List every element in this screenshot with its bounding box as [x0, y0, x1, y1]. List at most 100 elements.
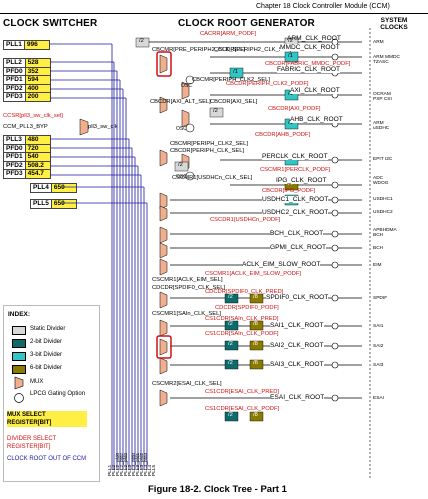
sys-clock: ARM MMDC TZASC	[373, 55, 400, 65]
divider-label: /8	[253, 294, 258, 300]
sys-clock: ARM	[373, 40, 384, 45]
ccsr-label: CCSR[pll3_sw_clk_sel]	[3, 113, 63, 119]
selector-label: CSCMR1[ACLK_EIM_SEL]	[152, 277, 223, 283]
sys-clock: EPIT I2C	[373, 157, 393, 162]
divider-label: /1	[288, 120, 293, 126]
sys-clock: OCRAM PXP CSI	[373, 92, 392, 102]
selector-label: CSCMR1[ACLK_EIM_SLOW_PODF]	[205, 271, 301, 277]
legend-box	[3, 305, 100, 482]
root-ahb: AHB_CLK_ROOT	[290, 116, 343, 123]
divider-label: /2	[228, 341, 233, 347]
chapter-header: Chapter 18 Clock Controller Module (CCM)	[256, 3, 390, 10]
divider-label: /8	[253, 321, 258, 327]
legend-item: 3-bit Divider	[30, 352, 63, 358]
divider-label: /2	[178, 162, 183, 168]
root-bch: BCH_CLK_ROOT	[270, 230, 324, 237]
osc-label: OSC	[176, 126, 187, 132]
divider-label: /8	[253, 341, 258, 347]
selector-label: CSCMR1[PERCLK_PODF]	[260, 167, 331, 173]
root-perclk: PERCLK_CLK_ROOT	[262, 153, 328, 160]
legend-note-root: CLOCK ROOT OUT OF CCM	[7, 456, 87, 462]
pll-value: 650	[50, 199, 77, 209]
selector-label: CSCMR2[ESAI_CLK_SEL]	[152, 381, 222, 387]
selector-label: CBCMR[PERIPH_CLK2_SEL]	[192, 77, 270, 83]
selector-label: CBCDR[PERIPH_CLK2_PODF]	[226, 81, 309, 87]
legend-item: 2-bit Divider	[30, 339, 63, 345]
selector-label: CDCDR[SPDIF0_CLK_SEL]	[152, 285, 226, 291]
highlight-box	[156, 335, 172, 359]
selector-label: CDCDR[SPDIF0_PODF]	[215, 305, 279, 311]
legend-item: Static Divider	[30, 326, 66, 332]
osc-nodes	[185, 75, 195, 181]
divider-label: /8	[253, 412, 258, 418]
divider-label: /2	[228, 321, 233, 327]
divider-label: /2	[139, 38, 144, 44]
sys-clock: APBHDMA BCH	[373, 228, 397, 238]
selector-label: CS1CDR[ESAI_CLK_PRED]	[205, 389, 280, 395]
divider-label: /2	[288, 38, 293, 44]
selector-label: CBCDR[AXI_PODF]	[268, 106, 321, 112]
figure-caption: Figure 18-2. Clock Tree - Part 1	[148, 484, 287, 495]
pll3-byp-label: CCM_PLL3_BYP	[3, 124, 48, 130]
pll-bus	[50, 43, 148, 470]
selector-label: CS1CDR[SAIn_CLK_PRED]	[205, 316, 279, 322]
selector-label: CBCMR[PERIPH_CLK2_SEL]	[170, 141, 248, 147]
root-esai: ESAI_CLK_ROOT	[270, 394, 325, 401]
selector-label: CS1CDR[SAIn_CLK_PODF]	[205, 331, 279, 337]
root-fabric: FABRIC_CLK_ROOT	[277, 66, 341, 73]
sys-clock: BCH	[373, 246, 384, 251]
selector-label: CBCDR[AXI_ALT_SEL]	[150, 99, 211, 105]
root-ipg: IPG_CLK_ROOT	[276, 177, 327, 184]
sys-clock: SPDIF	[373, 296, 388, 301]
selector-label: CBCDR[PERIPH2_CLK_SEL]	[214, 47, 292, 53]
legend-item: 6-bit Divider	[30, 365, 63, 371]
sys-clock: EIM	[373, 263, 382, 268]
mux-swatch	[14, 376, 24, 390]
sys-clock: ESAI	[373, 396, 384, 401]
root-aclk-eim: ACLK_EIM_SLOW_ROOT	[242, 261, 321, 268]
pll-value: 200	[24, 92, 51, 102]
root-gpmi: GPMI_CLK_ROOT	[270, 244, 327, 251]
sys-clock: USDHC1	[373, 197, 393, 202]
sys-clock: USDHC2	[373, 210, 393, 215]
selector-label: CSCMR1[SAIn_CLK_SEL]	[152, 311, 221, 317]
divider-label: /1	[288, 53, 293, 59]
root-arm: ARM_CLK_ROOT	[287, 35, 341, 42]
legend-item: MUX	[30, 379, 44, 385]
osc-label: OSC	[176, 174, 187, 180]
gating-nodes	[331, 38, 339, 402]
pll-value: 996	[23, 40, 50, 50]
selector-label: CACRR[ARM_PODF]	[200, 31, 257, 37]
legend-note-divider: DIVIDER SELECT REGISTER[BIT]	[7, 436, 57, 450]
root-sai2: SAI2_CLK_ROOT	[270, 342, 324, 349]
root-mmdc: MMDC_CLK_ROOT	[280, 44, 340, 51]
mux-group	[159, 54, 190, 407]
sys-clock: SAI3	[373, 363, 384, 368]
root-usdhc2: USDHC2_CLK_ROOT	[262, 209, 329, 216]
sys-clock: ARM uSDHC	[373, 121, 390, 131]
root-usdhc1: USDHC1_CLK_ROOT	[262, 196, 329, 203]
clock-root-generator-title: CLOCK ROOT GENERATOR	[178, 18, 315, 29]
root-sai3: SAI3_CLK_ROOT	[270, 361, 324, 368]
2bit-divider-swatch	[12, 339, 26, 348]
selector-label: CBCDR[FABRIC_MMDC_PODF]	[265, 61, 351, 67]
header-rule	[0, 13, 428, 14]
root-spdif0: SPDIF0_CLK_ROOT	[266, 294, 329, 301]
6bit-divider-swatch	[12, 365, 26, 374]
legend-item: LPCG Gating Option	[30, 391, 86, 397]
legend-note-mux: MUX SELECT REGISTER[BIT]	[7, 411, 87, 427]
pll3-sw-clk-label: pll3_sw_clk	[88, 124, 118, 130]
3bit-divider-swatch	[12, 352, 26, 361]
selector-label: CBCDR[AHB_PODF]	[255, 132, 311, 138]
clock-switcher-title: CLOCK SWITCHER	[3, 18, 98, 29]
divider-label: /1	[288, 91, 293, 97]
lpcg-swatch	[14, 393, 24, 403]
selector-label: CBCDR[PERIPH_CLK_SEL]	[170, 148, 245, 154]
osc-label: OSC	[181, 83, 192, 89]
system-clocks-title: SYSTEM CLOCKS	[380, 17, 408, 31]
pll-value: 454.7	[24, 169, 51, 179]
legend-title: INDEX:	[8, 311, 31, 318]
